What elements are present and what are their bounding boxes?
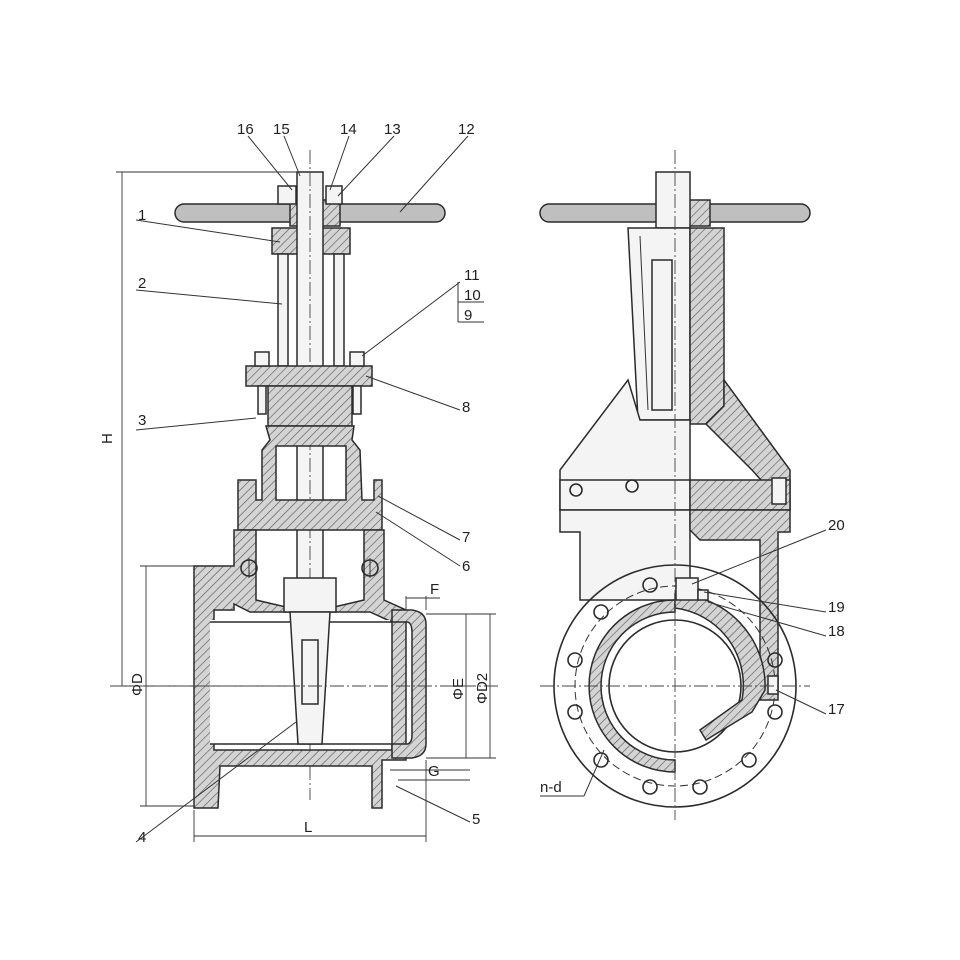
front-section-view: 16 15 14 13 12 1 2 3 11 10 9 8 7 6 5 4 H… <box>99 121 500 846</box>
label-15: 15 <box>273 121 290 138</box>
side-body-neck-right <box>689 509 791 701</box>
yoke-column-left <box>277 253 289 367</box>
gland-nut-right <box>325 185 343 205</box>
dim-D2: ΦD2 <box>474 673 491 704</box>
dimension-lines-left <box>110 171 500 842</box>
label-4: 4 <box>138 829 146 846</box>
label-nd: n-d <box>540 779 562 796</box>
label-10: 10 <box>464 287 481 304</box>
label-18: 18 <box>828 623 845 640</box>
leaders-right <box>540 529 827 797</box>
part-labels-left: 16 15 14 13 12 1 2 3 11 10 9 8 7 6 5 4 <box>138 121 481 846</box>
gland-nut-left <box>277 185 297 205</box>
label-6: 6 <box>462 558 470 575</box>
label-12: 12 <box>458 121 475 138</box>
dimension-labels-left: H ΦD L F G ΦE ΦD2 <box>99 433 491 836</box>
stem-nut <box>283 577 337 613</box>
label-1: 1 <box>138 207 146 224</box>
label-9: 9 <box>464 307 472 324</box>
dim-L: L <box>304 819 312 836</box>
label-16: 16 <box>237 121 254 138</box>
label-3: 3 <box>138 412 146 429</box>
spigot-end <box>391 609 427 759</box>
label-7: 7 <box>462 529 470 546</box>
side-stem-top <box>655 171 691 229</box>
label-20: 20 <box>828 517 845 534</box>
bolt-left <box>254 351 270 415</box>
side-yoke-right <box>689 227 725 425</box>
label-2: 2 <box>138 275 146 292</box>
label-19: 19 <box>828 599 845 616</box>
yoke-column-right <box>333 253 345 367</box>
dim-H: H <box>99 433 116 444</box>
side-view: 20 19 18 17 n-d <box>539 150 845 820</box>
part-labels-right: 20 19 18 17 n-d <box>540 517 845 796</box>
label-8: 8 <box>462 399 470 416</box>
flange-bolt-holes <box>567 577 783 795</box>
wedge-slot <box>301 639 319 705</box>
label-5: 5 <box>472 811 480 828</box>
dim-D: ΦD <box>129 673 146 696</box>
side-body-neck-left <box>559 509 691 601</box>
bolt-right <box>349 351 365 415</box>
dim-E: ΦE <box>450 678 467 700</box>
side-gate-section <box>674 593 766 742</box>
label-13: 13 <box>384 121 401 138</box>
label-11: 11 <box>464 267 480 284</box>
dim-G: G <box>428 763 440 780</box>
stuffing-box <box>267 385 353 427</box>
dim-F: F <box>430 581 439 598</box>
label-17: 17 <box>828 701 845 718</box>
leaders-left <box>135 135 484 843</box>
bonnet-top-flange <box>245 365 373 387</box>
valve-body <box>193 529 407 809</box>
label-14: 14 <box>340 121 357 138</box>
